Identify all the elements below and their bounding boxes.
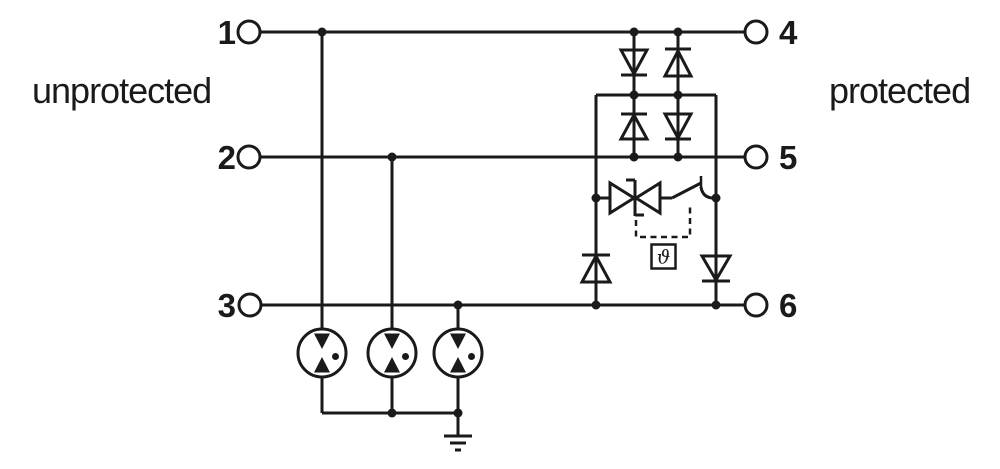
spark-gap-electrode-top — [384, 333, 400, 349]
thermal-disconnect-switch — [671, 176, 716, 200]
junction-dot — [711, 300, 721, 310]
terminal-5-label: 5 — [779, 139, 797, 176]
earth-ground-symbol — [444, 434, 472, 452]
terminal-4-label: 4 — [779, 14, 798, 51]
junction-dot — [629, 90, 639, 100]
junction-dot — [629, 27, 639, 37]
junction-dots — [317, 27, 721, 418]
gas-filling-dot — [332, 353, 339, 360]
switch-blade — [671, 181, 702, 200]
junction-dot — [629, 152, 639, 162]
thermal-element-symbol: ϑ — [657, 247, 671, 269]
junction-dot — [673, 152, 683, 162]
suppressor-diode-1 — [618, 48, 650, 78]
bidirectional-thyristor — [596, 178, 672, 217]
junction-dot — [591, 193, 601, 203]
terminal-2: 2 — [218, 139, 262, 176]
spark-gap-electrode-top — [314, 333, 330, 349]
junction-dot — [387, 408, 397, 418]
terminal-3-label: 3 — [218, 287, 236, 324]
suppressor-diode-6-right-rail — [699, 254, 733, 283]
terminal-6-circle — [743, 292, 769, 318]
unprotected-side-label: unprotected — [32, 70, 211, 111]
junction-dot — [673, 90, 683, 100]
terminal-5-circle — [743, 144, 769, 170]
terminal-6-label: 6 — [779, 287, 797, 324]
junction-dot — [673, 27, 683, 37]
gas-discharge-tube-1 — [296, 327, 348, 379]
terminal-2-label: 2 — [218, 139, 236, 176]
terminal-3: 3 — [218, 287, 263, 324]
junction-dot — [453, 300, 463, 310]
thermal-element-box: ϑ — [650, 243, 677, 270]
suppressor-diode-2 — [662, 47, 694, 78]
junction-dot — [317, 27, 327, 37]
thermal-coupling-dashed-line — [634, 205, 692, 239]
terminal-4-circle — [743, 19, 769, 45]
terminal-1: 1 — [218, 14, 262, 51]
suppressor-diode-5-left-rail — [579, 252, 613, 284]
gas-discharge-tube-2 — [366, 327, 418, 379]
gas-filling-dot — [468, 353, 475, 360]
gas-discharge-tube-3 — [432, 327, 484, 379]
terminal-2-circle — [236, 144, 262, 170]
terminal-1-circle — [236, 19, 262, 45]
spark-gap-electrode-bottom — [384, 357, 400, 373]
terminal-6: 6 — [743, 287, 797, 324]
spark-gap-electrode-bottom — [314, 357, 330, 373]
spark-gap-electrode-bottom — [450, 357, 466, 373]
junction-dot — [591, 300, 601, 310]
suppressor-diode-4 — [662, 112, 694, 142]
suppressor-diode-3 — [618, 111, 650, 141]
junction-dot — [453, 408, 463, 418]
thyristor-triangle-left — [608, 180, 637, 216]
gas-filling-dot — [402, 353, 409, 360]
spark-gap-electrode-top — [450, 333, 466, 349]
suppressor-diode-bridge — [618, 47, 694, 142]
protected-side-label: protected — [829, 70, 970, 111]
terminal-4: 4 — [743, 14, 798, 51]
junction-dot — [711, 193, 721, 203]
junction-dot — [387, 152, 397, 162]
terminal-5: 5 — [743, 139, 797, 176]
terminal-3-circle — [237, 292, 263, 318]
terminal-1-label: 1 — [218, 14, 236, 51]
thyristor-triangle-right — [633, 180, 662, 216]
